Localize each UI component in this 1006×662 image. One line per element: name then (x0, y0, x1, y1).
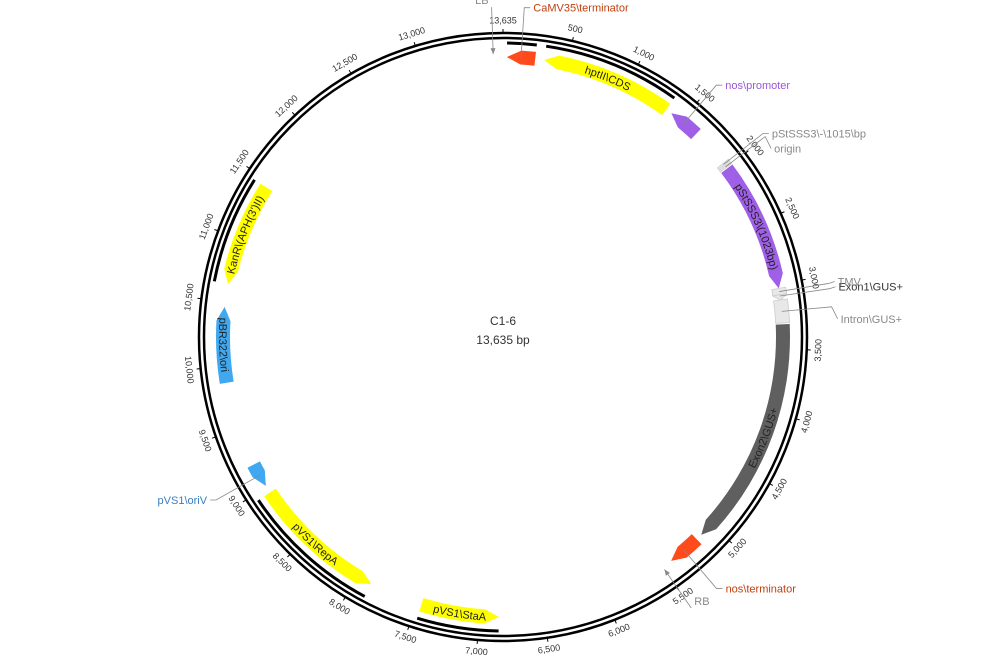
feature-exon1-gus-label: Exon1\GUS+ (838, 282, 903, 294)
kanr-span-bar (212, 179, 256, 282)
tick-label: 6,500 (537, 642, 561, 655)
feature-pbr322-ori[interactable] (216, 306, 234, 384)
tick-mark (614, 619, 617, 624)
tick-mark (348, 69, 352, 74)
tick-label: 7,000 (465, 645, 488, 657)
feature-span-bars (212, 41, 676, 633)
tick-label: 9,500 (197, 428, 214, 453)
feature-pstsss3-1023[interactable] (721, 164, 783, 289)
tick-mark (728, 540, 733, 544)
tick-mark (214, 229, 219, 232)
tick-mark (246, 166, 251, 170)
tick-mark (744, 150, 749, 154)
feature-tmv-label: TMV (838, 276, 862, 288)
feature-nos-terminator[interactable] (671, 534, 702, 561)
tick-mark (242, 499, 247, 503)
feature-kanr-label: KanR\(APH(3')II) (225, 194, 267, 275)
feature-intron-gus[interactable] (773, 298, 791, 324)
tick-mark (342, 596, 346, 601)
feature-exon1-gus-leader (779, 286, 836, 297)
plasmid-center-label: C1-6 13,635 bp (476, 314, 530, 347)
hpt-cds-span-bar (545, 44, 676, 100)
label-leaders: CaMV35\terminator nos\promoter pStSSS3\-\1… (158, 3, 903, 596)
feature-pvs1-oriv[interactable] (247, 461, 266, 486)
feature-pvs1-stab-label-text: pVS1\StaA (432, 603, 487, 623)
marker-rb-label: RB (694, 596, 709, 608)
tick-label: 4,000 (799, 410, 815, 434)
tick-label: 3,500 (813, 339, 824, 362)
tick-label: 11,000 (197, 212, 216, 241)
tick-mark (407, 625, 410, 631)
feature-nos-promoter-label: nos\promoter (725, 80, 790, 92)
tick-mark (211, 436, 217, 439)
tick-label: 3,000 (807, 266, 821, 290)
tick-label: 10,000 (183, 356, 196, 384)
tick-label: 2,500 (783, 196, 801, 221)
tick-mark (769, 483, 774, 486)
tick-label: 6,000 (607, 621, 632, 639)
feature-hpt-cds[interactable] (544, 55, 671, 116)
tick-mark (801, 278, 806, 281)
marker-lb-line (491, 7, 494, 55)
feature-pvs1-stab-label: pVS1\StaA (432, 603, 487, 623)
feature-pbr322-ori-label-text: pBR322\ori (216, 317, 230, 373)
feature-camv35-terminator-leader (520, 7, 531, 58)
tick-mark (696, 99, 700, 104)
feature-intron-gus-label: Intron\GUS+ (841, 314, 902, 326)
feature-camv35-terminator-label: CaMV35\terminator (533, 3, 629, 15)
tick-label: 7,500 (393, 629, 418, 645)
feature-kanr[interactable] (224, 183, 273, 284)
feature-pvs1-stab[interactable] (419, 598, 499, 624)
tick-mark (291, 112, 296, 116)
tick-mark (197, 297, 202, 300)
feature-tmv-leader (779, 281, 835, 292)
tick-label: 500 (567, 22, 584, 35)
feature-nos-terminator-leader (683, 550, 723, 589)
tick-mark (780, 211, 785, 214)
marker-lb-arrow (490, 48, 496, 55)
plasmid-name: C1-6 (490, 314, 516, 328)
feature-nos-terminator-label: nos\terminator (726, 584, 797, 596)
tick-label: 13,635 (489, 15, 517, 25)
tick-label: 1,000 (631, 44, 656, 63)
plasmid-size: 13,635 bp (476, 333, 530, 347)
tick-mark (546, 637, 549, 642)
tick-mark (287, 553, 291, 558)
tick-mark (413, 41, 416, 47)
tick-mark (795, 418, 800, 421)
feature-pvs1-oriv-label: pVS1\oriV (158, 495, 208, 507)
markers: LB RB (475, 0, 710, 609)
feature-pvs1-repa[interactable] (264, 488, 372, 585)
feature-exon2-gus[interactable] (701, 323, 790, 535)
feature-origin-label: origin (774, 144, 801, 156)
pvs1-stab-span-bar (416, 616, 499, 633)
feature-camv35-terminator[interactable] (506, 50, 536, 66)
backbone-inner-ring (202, 36, 804, 638)
feature-origin-leader (725, 135, 772, 168)
tick-mark (637, 60, 641, 65)
tick-mark (571, 37, 574, 42)
features: hptII\CDSpStSSS3\(1023bp)Exon2\GUS+pVS1\… (216, 50, 791, 624)
feature-nos-promoter-leader (683, 84, 723, 124)
feature-pstsss3-1015-leader (723, 133, 769, 165)
feature-nos-promoter[interactable] (671, 113, 701, 140)
marker-rb-line (664, 569, 692, 609)
tick-label: 13,000 (397, 25, 426, 43)
feature-pbr322-ori-label: pBR322\ori (216, 317, 230, 373)
feature-pvs1-oriv-leader (210, 474, 260, 501)
feature-kanr-label-text: KanR\(APH(3')II) (225, 194, 267, 275)
feature-pstsss3-1015-label: pStSSS3\-\1015\bp (772, 129, 866, 141)
tick-label: 10,500 (182, 283, 195, 312)
tick-label: 1,500 (693, 82, 717, 104)
pvs1-repa-span-bar (257, 499, 366, 598)
marker-rb-arrow (664, 569, 670, 576)
feature-intron-gus-leader (781, 306, 838, 319)
marker-lb-label: LB (475, 0, 488, 7)
